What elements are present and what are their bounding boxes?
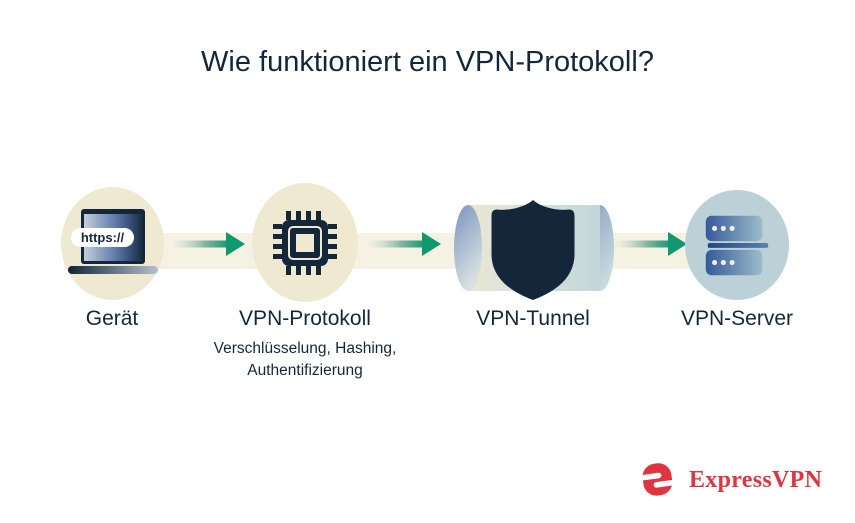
vpn-protocol-node xyxy=(252,183,358,302)
server-icon xyxy=(705,215,769,276)
expressvpn-logomark-icon xyxy=(637,463,677,496)
flow-arrow-icon xyxy=(172,232,245,256)
sublabel-line-1: Verschlüsselung, Hashing, xyxy=(213,340,397,357)
shield-icon xyxy=(491,200,575,300)
expressvpn-wordmark: ExpressVPN xyxy=(689,466,823,493)
sublabel-line-2: Authentifizierung xyxy=(247,362,363,380)
vpn-server-node xyxy=(685,190,789,300)
browser-url-text: https:// xyxy=(80,230,124,245)
page-title: Wie funktioniert ein VPN-Protokoll? xyxy=(201,46,654,78)
expressvpn-logo: ExpressVPN xyxy=(637,460,822,500)
device-label: Gerät xyxy=(85,307,139,330)
vpn-tunnel-label: VPN-Tunnel xyxy=(476,307,590,330)
flow-arrow-icon xyxy=(614,232,687,256)
flow-arrow-icon xyxy=(368,232,441,256)
chip-icon xyxy=(273,210,337,275)
device-node: https:// xyxy=(61,187,164,300)
vpn-protocol-label: VPN-Protokoll xyxy=(239,307,371,330)
laptop-icon: https:// xyxy=(67,208,158,274)
vpn-protocol-sublabel: Verschlüsselung, Hashing, Authentifizier… xyxy=(214,338,397,383)
tunnel-shield-icon xyxy=(454,200,614,300)
vpn-server-label: VPN-Server xyxy=(680,307,794,330)
